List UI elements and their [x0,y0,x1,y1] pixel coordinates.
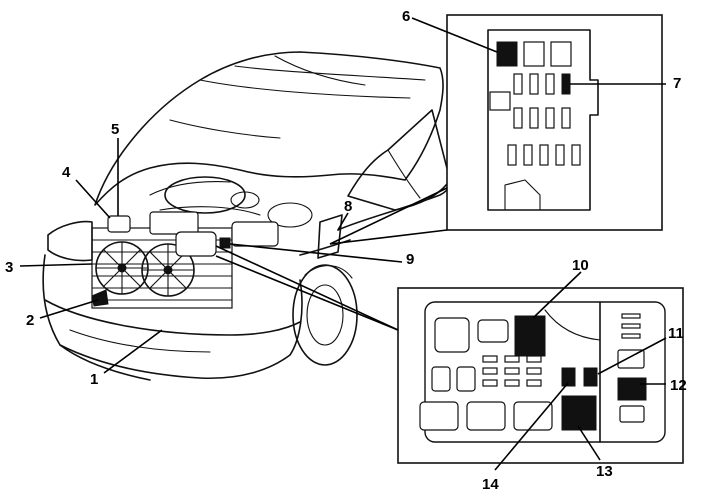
callout-5: 5 [111,121,119,138]
callout-11: 11 [668,325,684,342]
engine-relay-box [175,231,217,257]
car-body-side [299,169,456,256]
callout-10: 10 [572,257,589,274]
callout-12: 12 [670,377,687,394]
callout-3: 3 [5,259,13,276]
horn [91,289,109,307]
engine-cover [149,211,199,235]
callout-8: 8 [344,198,352,215]
inset-fuse-7 [561,73,571,95]
lower-fuse-panel-inset [397,287,684,464]
washer-reservoir [107,215,131,233]
inset-relay-14 [561,367,576,387]
inset-relay-10 [514,315,546,357]
car-illustration [42,51,456,381]
inset-relay-12 [617,377,647,401]
callout-1: 1 [90,371,98,388]
callout-6: 6 [402,8,410,25]
callout-9: 9 [406,251,414,268]
inset-relay-13 [561,395,597,431]
callout-labels: 1 2 3 4 5 6 7 8 9 10 11 12 13 14 [5,8,687,493]
inset-relay-6 [496,41,518,67]
callout-13: 13 [596,463,613,480]
callout-7: 7 [673,75,681,92]
upper-fuse-panel-inset [446,14,663,231]
air-box [231,221,279,247]
side-relay-bracket [317,214,343,259]
leader-lines [19,17,667,471]
callout-2: 2 [26,312,34,329]
inset-relay-11 [583,367,598,387]
hood-outline [94,51,444,206]
front-wheel [292,264,358,366]
callout-14: 14 [482,476,499,493]
callout-4: 4 [62,164,71,181]
